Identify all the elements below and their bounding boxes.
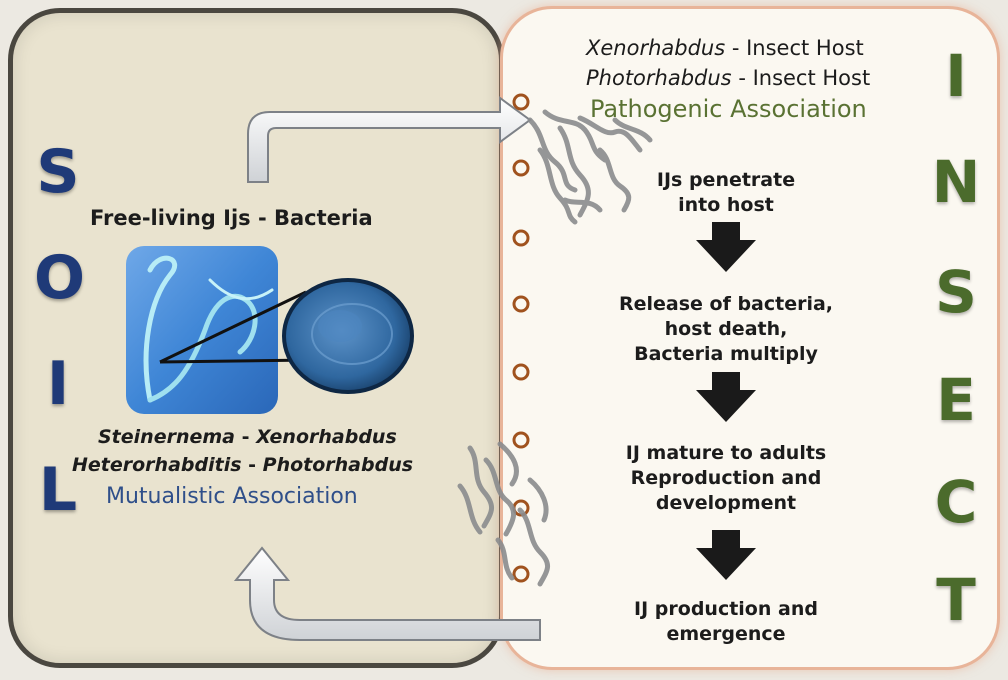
- down-arrow-1: [696, 222, 756, 272]
- step-2-line-2: host death,: [664, 318, 788, 340]
- insect-panel: [500, 6, 1000, 670]
- step-1-line-1: IJs penetrate: [656, 169, 796, 191]
- mutualistic-association-label: Mutualistic Association: [106, 484, 358, 509]
- nematode-image: [126, 246, 278, 414]
- step-4-line-2: emergence: [666, 623, 786, 645]
- body-circle-4: [512, 295, 530, 313]
- insect-letter-t: T: [936, 566, 976, 634]
- host-line-1: Xenorhabdus - Insect Host: [586, 36, 864, 60]
- insect-letter-n: N: [931, 148, 981, 216]
- step-emergence: IJ production and emergence: [576, 597, 876, 647]
- body-circle-3: [512, 229, 530, 247]
- genus-xenorhabdus-host: Xenorhabdus: [586, 36, 726, 60]
- body-circle-5: [512, 363, 530, 381]
- step-penetrate: IJs penetrate into host: [576, 168, 876, 218]
- pathogenic-association-label: Pathogenic Association: [590, 95, 867, 123]
- step-arrows: [696, 222, 756, 580]
- step-3-line-2: Reproduction and: [630, 467, 822, 489]
- down-arrow-2: [696, 372, 756, 422]
- insect-letter-i: I: [945, 42, 967, 110]
- heterorhabditis-pair: Heterorhabditis - Photorhabdus: [72, 454, 413, 476]
- arrow-to-soil: [233, 546, 541, 641]
- step-mature: IJ mature to adults Reproduction and dev…: [576, 441, 876, 516]
- step-3-line-1: IJ mature to adults: [625, 442, 827, 464]
- step-1-line-2: into host: [678, 194, 774, 216]
- host-line-2-rest: - Insect Host: [731, 66, 871, 90]
- step-2-line-1: Release of bacteria,: [618, 293, 834, 315]
- step-3-line-3: development: [655, 492, 797, 514]
- step-4-line-1: IJ production and: [634, 598, 818, 620]
- body-circle-2: [512, 159, 530, 177]
- pair1-sep: -: [234, 426, 257, 448]
- body-circle-6: [512, 431, 530, 449]
- host-line-2: Photorhabdus - Insect Host: [586, 66, 870, 90]
- step-2-line-3: Bacteria multiply: [634, 343, 818, 365]
- steinernema-pair: Steinernema - Xenorhabdus: [98, 426, 397, 448]
- worms-top: [527, 109, 653, 225]
- genus-steinernema: Steinernema: [98, 426, 235, 448]
- insect-letter-s: S: [935, 258, 977, 326]
- genus-heterorhabditis: Heterorhabditis: [72, 454, 242, 476]
- genus-photorhabdus: Photorhabdus: [262, 454, 414, 476]
- down-arrow-3: [696, 530, 756, 580]
- worms-bottom: [457, 441, 550, 587]
- step-release: Release of bacteria, host death, Bacteri…: [576, 292, 876, 367]
- pair2-sep: -: [241, 454, 263, 476]
- free-living-label: Free-living Ijs - Bacteria: [90, 206, 373, 230]
- soil-letter-s: S: [36, 137, 80, 207]
- arrow-to-insect: [247, 96, 532, 183]
- soil-letter-i: I: [46, 349, 70, 419]
- bacteria-zoom-disc: [282, 278, 414, 394]
- genus-xenorhabdus: Xenorhabdus: [256, 426, 397, 448]
- host-line-1-rest: - Insect Host: [725, 36, 864, 60]
- genus-photorhabdus-host: Photorhabdus: [586, 66, 732, 90]
- body-circle-1: [512, 93, 530, 111]
- soil-letter-o: O: [34, 243, 86, 313]
- insect-letter-c: C: [934, 468, 978, 536]
- soil-letter-l: L: [38, 455, 78, 525]
- insect-letter-e: E: [936, 366, 976, 434]
- body-circle-8: [512, 565, 530, 583]
